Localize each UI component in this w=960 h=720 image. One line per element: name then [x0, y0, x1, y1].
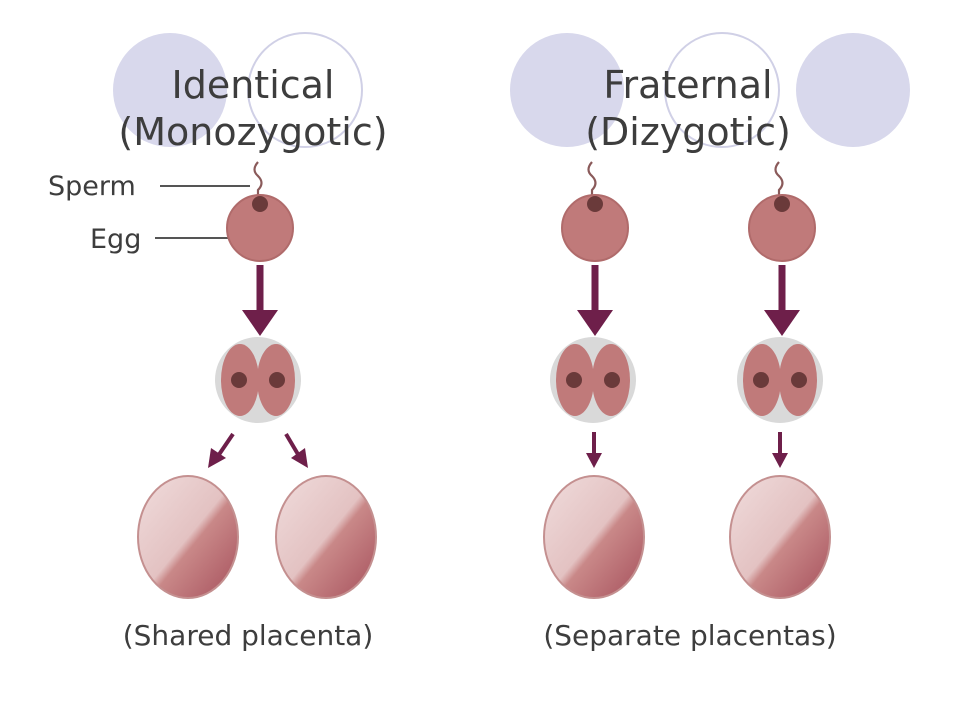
sperm-tail — [587, 161, 597, 196]
sperm-tail — [774, 161, 784, 196]
sperm-tail — [253, 161, 263, 196]
down-arrow — [764, 265, 800, 336]
fraternal-subtitle: (Dizygotic) — [585, 110, 791, 154]
identical-column — [137, 161, 377, 599]
fraternal-column-a — [543, 161, 645, 599]
placenta — [729, 475, 831, 599]
identical-caption: (Shared placenta) — [123, 619, 374, 652]
placenta — [275, 475, 377, 599]
identical-title: Identical — [172, 63, 335, 107]
down-arrow — [242, 265, 278, 336]
decor-circle-5 — [796, 33, 910, 147]
egg-label: Egg — [90, 224, 141, 255]
identical-subtitle: (Monozygotic) — [118, 110, 387, 154]
egg-nucleus — [587, 196, 603, 212]
egg-cell — [226, 194, 294, 262]
split-zygote — [550, 337, 636, 423]
diagonal-arrow-right — [284, 432, 308, 468]
decorative-circles — [113, 32, 910, 148]
fraternal-title: Fraternal — [603, 63, 772, 107]
decor-circle-4 — [664, 32, 780, 148]
fraternal-column-b — [729, 161, 831, 599]
egg-cell — [561, 194, 629, 262]
placenta — [137, 475, 239, 599]
small-down-arrow — [772, 432, 788, 468]
placenta — [543, 475, 645, 599]
down-arrow — [577, 265, 613, 336]
decor-circle-2 — [247, 32, 363, 148]
diagonal-arrow-left — [208, 432, 235, 468]
decor-circle-3 — [510, 33, 624, 147]
fraternal-caption: (Separate placentas) — [543, 619, 836, 652]
egg-nucleus — [252, 196, 268, 212]
split-zygote — [737, 337, 823, 423]
egg-cell — [748, 194, 816, 262]
small-down-arrow — [586, 432, 602, 468]
sperm-label: Sperm — [48, 171, 136, 202]
egg-nucleus — [774, 196, 790, 212]
decor-circle-1 — [113, 33, 227, 147]
split-zygote — [215, 337, 301, 423]
